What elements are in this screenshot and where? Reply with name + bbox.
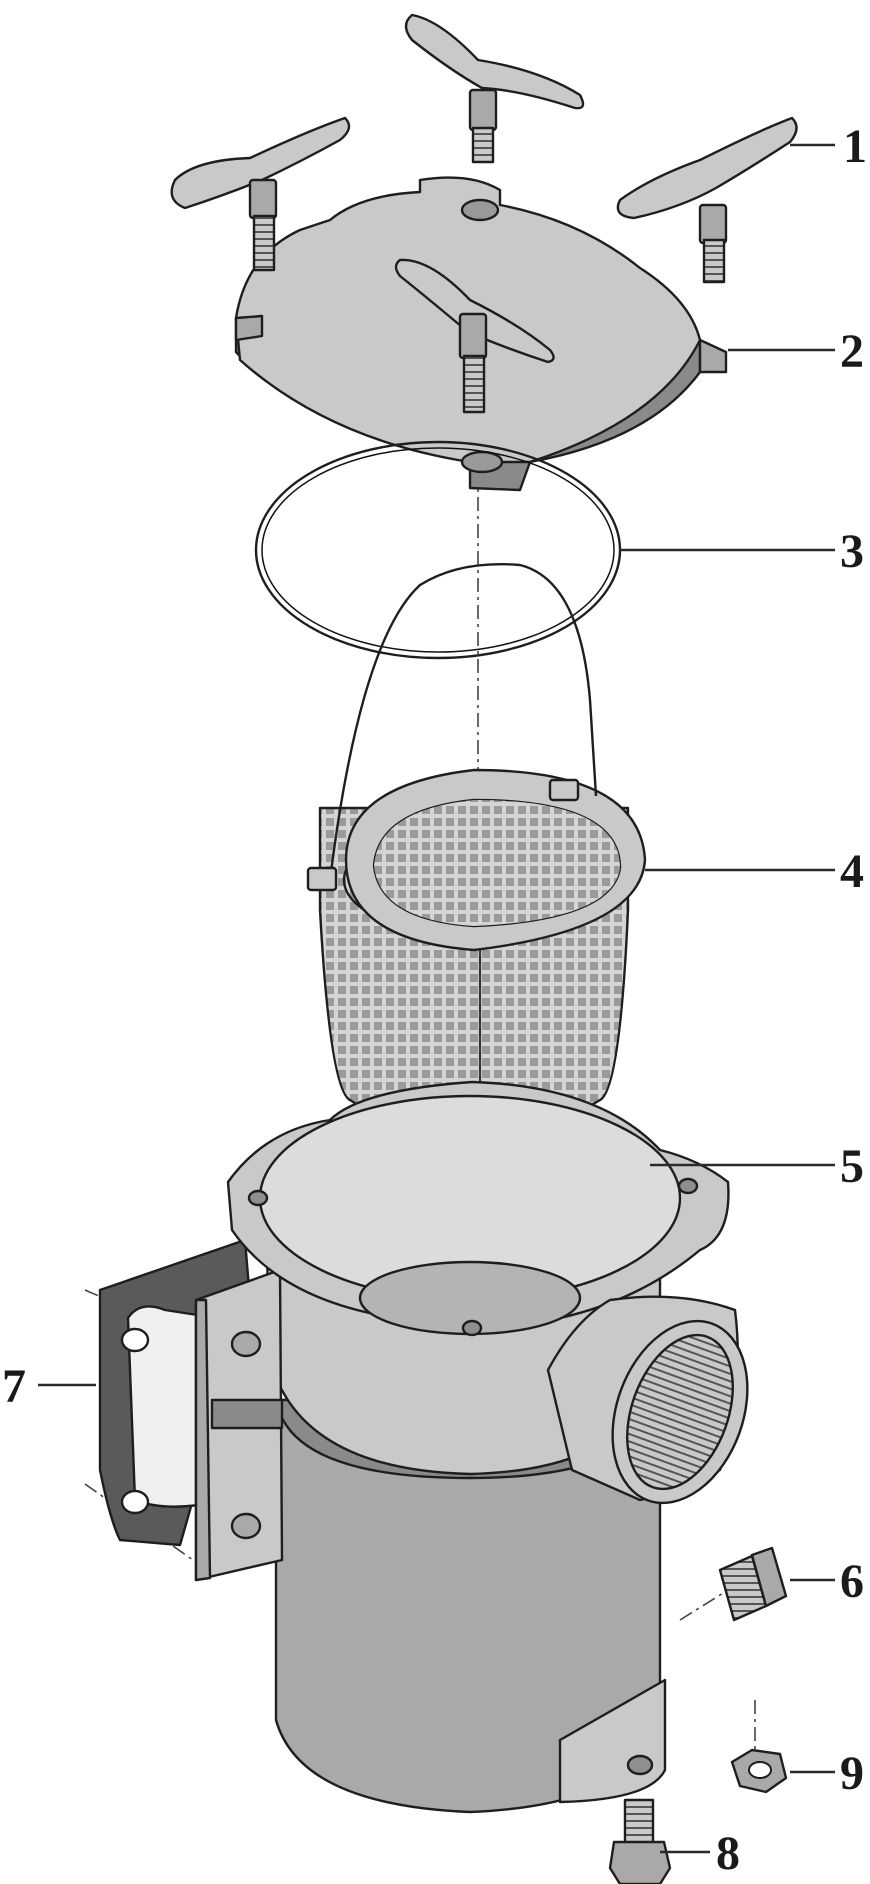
callout-7: 7 [2,1360,26,1413]
callout-9: 9 [840,1747,864,1800]
t-handle-bolt-center [394,258,555,414]
t-handle-bolt-right [616,116,798,284]
callout-5: 5 [840,1140,864,1193]
gasket-bolt-axis-lower [84,1483,201,1566]
hex-bolt [608,1798,672,1884]
t-handle-bolt-left [170,116,351,272]
t-handle-bolt-top [404,13,585,164]
callout-4: 4 [840,845,864,898]
callout-2: 2 [840,325,864,378]
callout-1: 1 [843,120,867,173]
strainer-housing [194,1080,749,1814]
drain-plug [718,1546,788,1622]
drain-plug-axis [679,1569,761,1621]
strainer-basket [306,562,647,1160]
callout-3: 3 [840,525,864,578]
callout-6: 6 [840,1555,864,1608]
hex-nut [730,1748,788,1794]
callout-8: 8 [716,1827,740,1880]
o-ring-inner-edge [261,447,615,653]
o-ring [254,440,622,660]
